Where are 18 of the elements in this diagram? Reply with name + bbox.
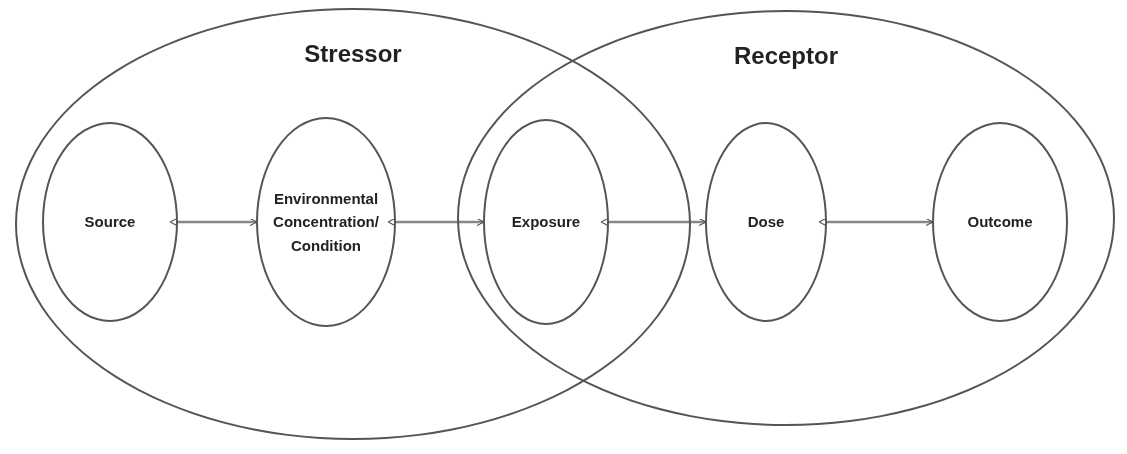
double-arrow: [169, 218, 258, 227]
stage-circle: [42, 122, 178, 322]
stage-circle: [705, 122, 827, 322]
double-arrow: [600, 218, 707, 227]
stage-label: Environmental Concentration/ Condition: [272, 189, 380, 256]
group-title: Receptor: [734, 42, 838, 69]
stage-circle: [483, 119, 609, 325]
stage-label: Exposure: [511, 212, 581, 233]
group-title: Stressor: [304, 40, 402, 67]
group-ellipse: [457, 10, 1115, 426]
double-arrow: [818, 218, 934, 227]
stage-circle: [932, 122, 1068, 322]
double-arrow: [387, 218, 485, 227]
group-ellipse: [15, 8, 691, 440]
stage-label: Source: [84, 212, 136, 233]
stage-circle: [256, 117, 396, 327]
stage-label: Outcome: [967, 212, 1033, 233]
stage-label: Dose: [747, 212, 785, 233]
